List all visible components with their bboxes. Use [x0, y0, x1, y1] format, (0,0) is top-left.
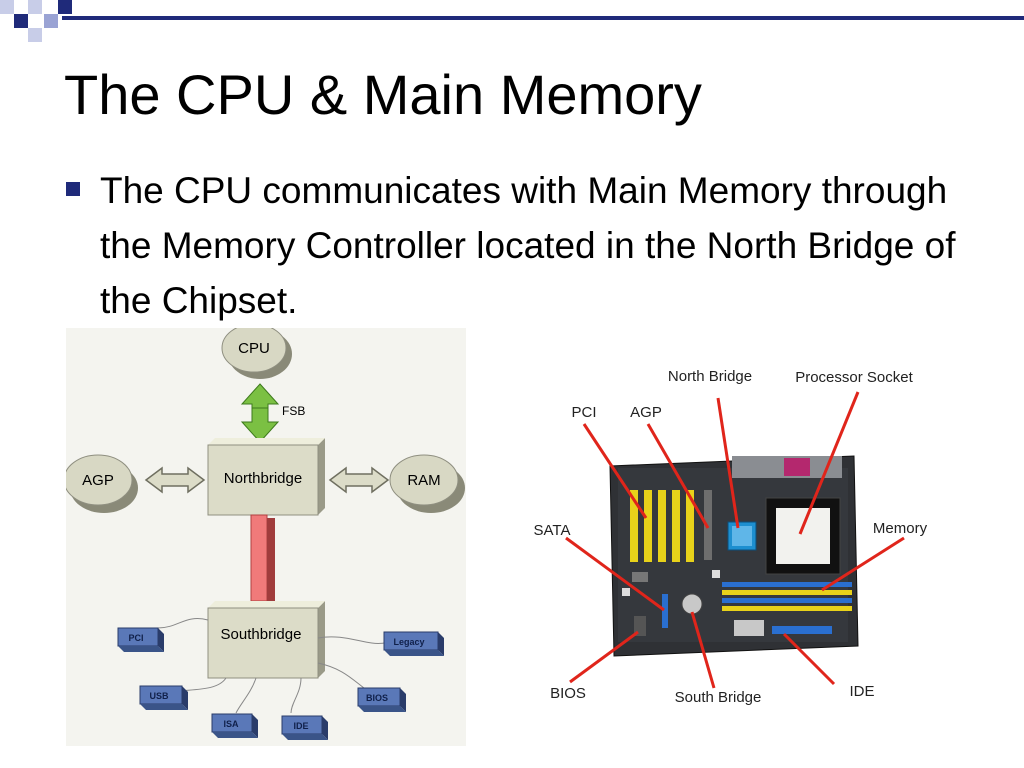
south-bridge-callout — [690, 611, 716, 689]
usb-tag-label: USB — [149, 691, 169, 701]
bullet-list: The CPU communicates with Main Memory th… — [62, 163, 1002, 328]
usb-tag: USB — [139, 685, 188, 710]
hub-link-bar — [250, 514, 268, 602]
bios-callout — [569, 630, 639, 684]
isa-tag-label: ISA — [223, 719, 239, 729]
legacy-tag-label: Legacy — [393, 637, 424, 647]
bios-tag-label: BIOS — [366, 693, 388, 703]
bullet-text: The CPU communicates with Main Memory th… — [100, 170, 956, 321]
southbridge-top — [208, 601, 325, 608]
memory-callout — [821, 536, 905, 592]
legacy-tag: Legacy — [383, 631, 444, 656]
ide-callout — [782, 632, 836, 686]
southbridge-label: Southbridge — [221, 626, 302, 643]
pci-tag-label: PCI — [128, 633, 143, 643]
northbridge-label: Northbridge — [224, 470, 302, 487]
chipset-diagram: CPU FSB Northbridge AGP RAM Southbridge … — [66, 328, 466, 746]
pci-label: PCI — [571, 404, 596, 421]
deco-square — [28, 0, 42, 14]
ide-tag-label: IDE — [293, 721, 308, 731]
bios-label: BIOS — [550, 685, 586, 702]
pci-callout — [582, 423, 648, 519]
processor-socket-label: Processor Socket — [795, 369, 913, 386]
south-bridge-label: South Bridge — [675, 689, 762, 706]
bios-connector — [317, 662, 365, 689]
deco-square — [58, 0, 72, 14]
isa-tag: ISA — [211, 713, 258, 738]
sata-callout — [565, 536, 665, 612]
deco-square — [0, 0, 14, 14]
north-bridge-callout — [716, 397, 740, 529]
fsb-label: FSB — [282, 404, 305, 418]
agp-label: AGP — [630, 404, 662, 421]
cpu-label: CPU — [238, 340, 270, 357]
ram-node — [389, 454, 459, 506]
pci-connector — [157, 618, 209, 629]
legacy-connector — [317, 636, 385, 644]
agp-link-arrow — [144, 466, 206, 494]
agp-label: AGP — [82, 472, 114, 489]
isa-connector — [235, 677, 257, 714]
southbridge-side — [318, 601, 325, 678]
northbridge-side — [318, 438, 325, 515]
southbridge-node — [207, 607, 319, 679]
hub-link-shadow — [267, 518, 275, 601]
memory-label: Memory — [873, 520, 928, 537]
northbridge-node — [207, 444, 319, 516]
ide-tag: IDE — [281, 715, 328, 740]
agp-node — [66, 454, 133, 506]
ide-connector — [290, 677, 302, 714]
title-decoration — [0, 0, 1024, 42]
sata-label: SATA — [534, 522, 571, 539]
northbridge-top — [208, 438, 325, 445]
north-bridge-label: North Bridge — [668, 368, 752, 385]
bullet-square-icon — [66, 182, 80, 196]
deco-square — [28, 28, 42, 42]
ram-link-arrow — [328, 466, 390, 494]
ide-label: IDE — [849, 683, 874, 700]
slide-title: The CPU & Main Memory — [64, 63, 702, 126]
motherboard-figure: North Bridge Processor Socket PCI AGP SA… — [534, 368, 928, 706]
pci-tag: PCI — [117, 627, 164, 652]
processor-socket-callout — [798, 391, 860, 535]
deco-square — [44, 14, 58, 28]
bios-tag: BIOS — [357, 687, 406, 712]
agp-callout — [646, 423, 710, 529]
deco-square — [14, 14, 28, 28]
ram-label: RAM — [407, 472, 440, 489]
cpu-node — [221, 328, 287, 373]
title-rule — [62, 16, 1024, 20]
